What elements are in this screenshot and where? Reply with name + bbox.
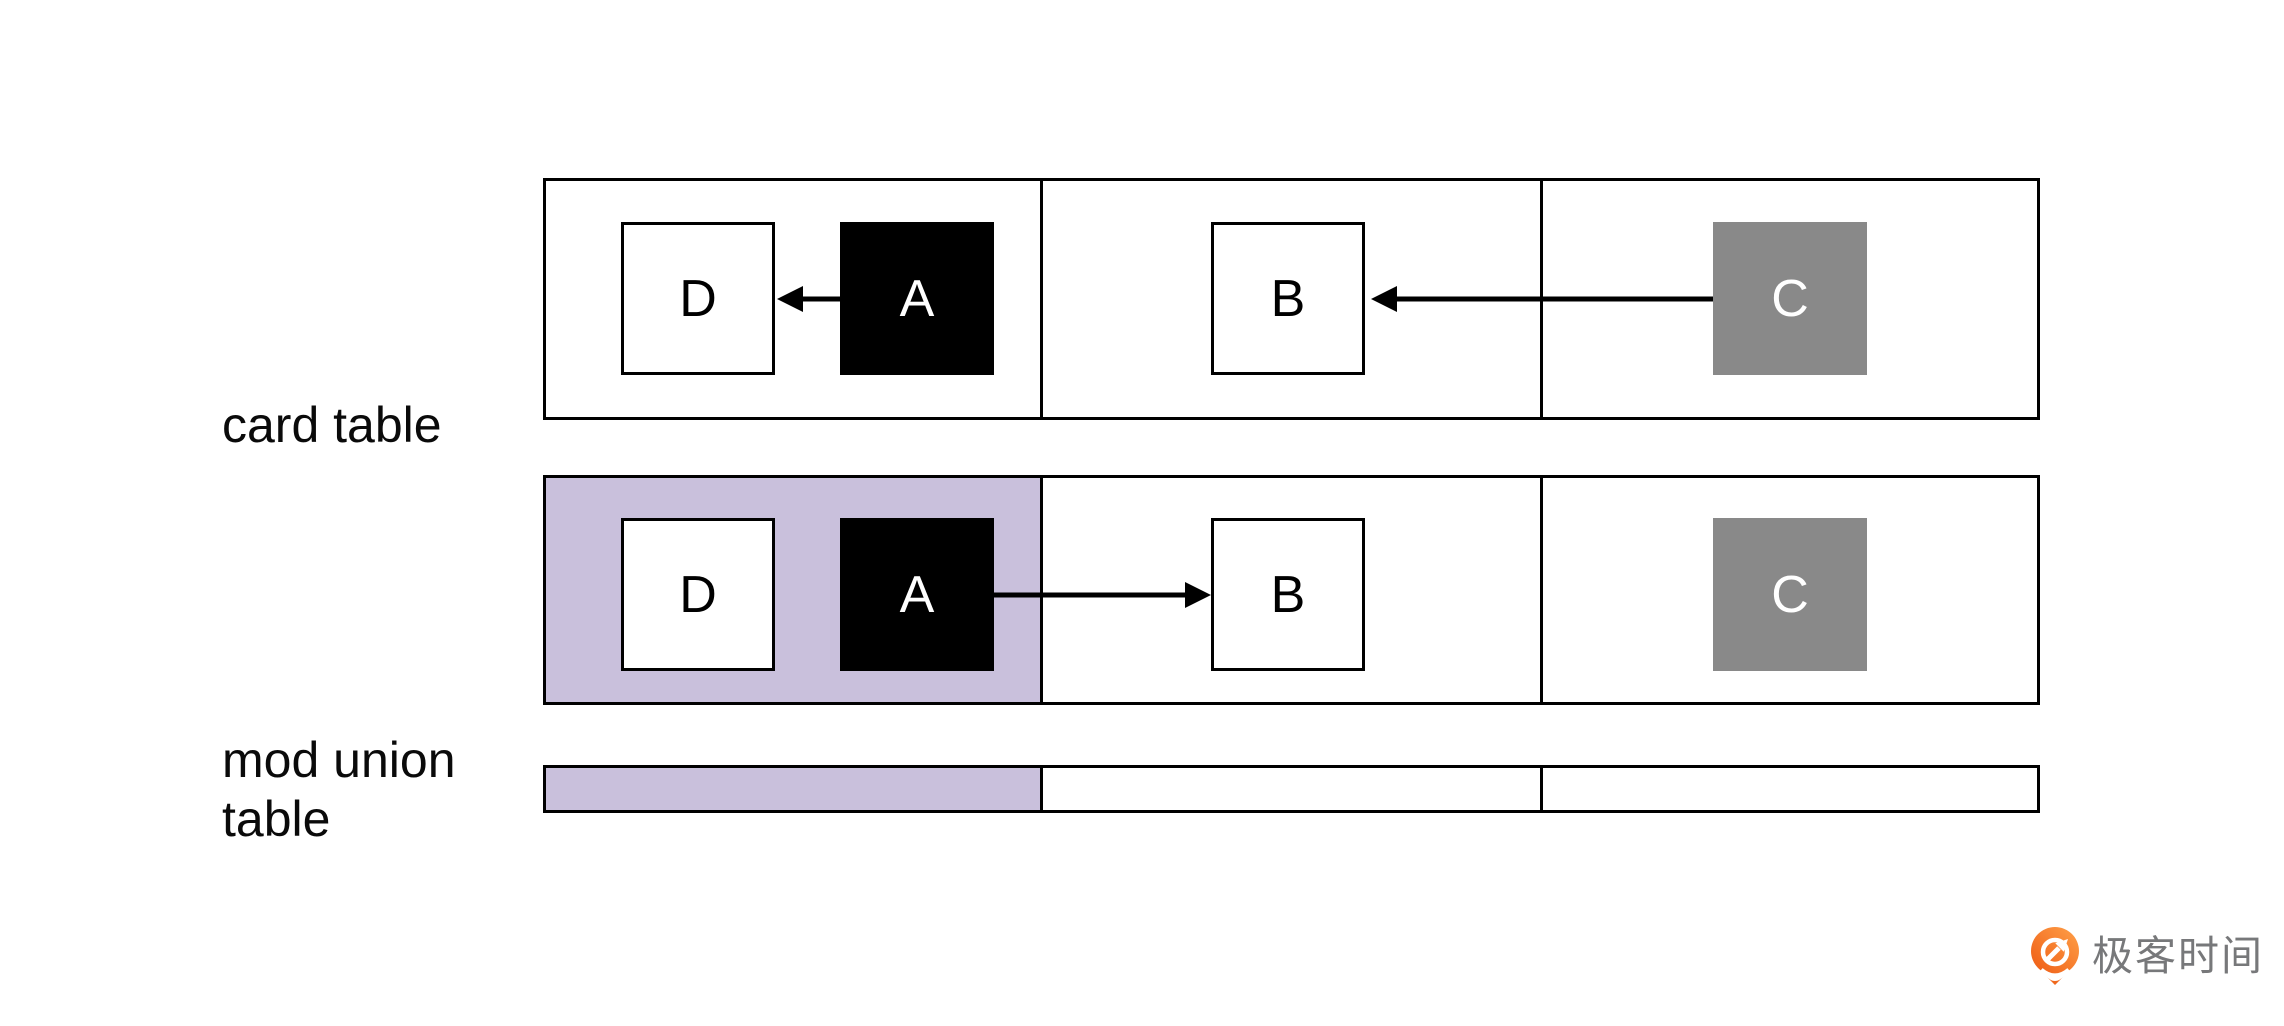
cell-divider <box>1540 181 1543 417</box>
geektime-logo: 极客时间 <box>2028 926 2264 986</box>
geektime-logo-text: 极客时间 <box>2092 932 2264 979</box>
object-box-c: C <box>1713 518 1867 671</box>
mod-union-table-bar <box>543 765 2040 813</box>
mod-union-label-line2: table <box>222 791 331 847</box>
cell-divider <box>1040 478 1043 702</box>
object-box-d: D <box>621 518 775 671</box>
card-table-label: card table <box>222 397 442 453</box>
object-letter: C <box>1771 269 1809 328</box>
cell-divider <box>1540 768 1543 810</box>
cell-divider <box>1040 181 1043 417</box>
object-letter: B <box>1270 565 1306 624</box>
object-letter: A <box>899 269 935 328</box>
mod-union-row: D A B C <box>543 475 2040 705</box>
object-letter: D <box>679 269 717 328</box>
object-box-b: B <box>1211 518 1365 671</box>
card-table-row: D A B C <box>543 178 2040 420</box>
geektime-logo-icon <box>2031 927 2079 985</box>
mod-union-table-label: mod union table <box>222 731 456 849</box>
object-letter: C <box>1771 565 1809 624</box>
object-box-b: B <box>1211 222 1365 375</box>
mod-union-label-line1: mod union <box>222 732 456 788</box>
dirty-bit-cell <box>546 768 1040 810</box>
object-box-d: D <box>621 222 775 375</box>
object-box-c: C <box>1713 222 1867 375</box>
object-letter: A <box>899 565 935 624</box>
object-letter: B <box>1270 269 1306 328</box>
object-box-a: A <box>840 518 994 671</box>
object-letter: D <box>679 565 717 624</box>
cell-divider <box>1040 768 1043 810</box>
object-box-a: A <box>840 222 994 375</box>
cell-divider <box>1540 478 1543 702</box>
